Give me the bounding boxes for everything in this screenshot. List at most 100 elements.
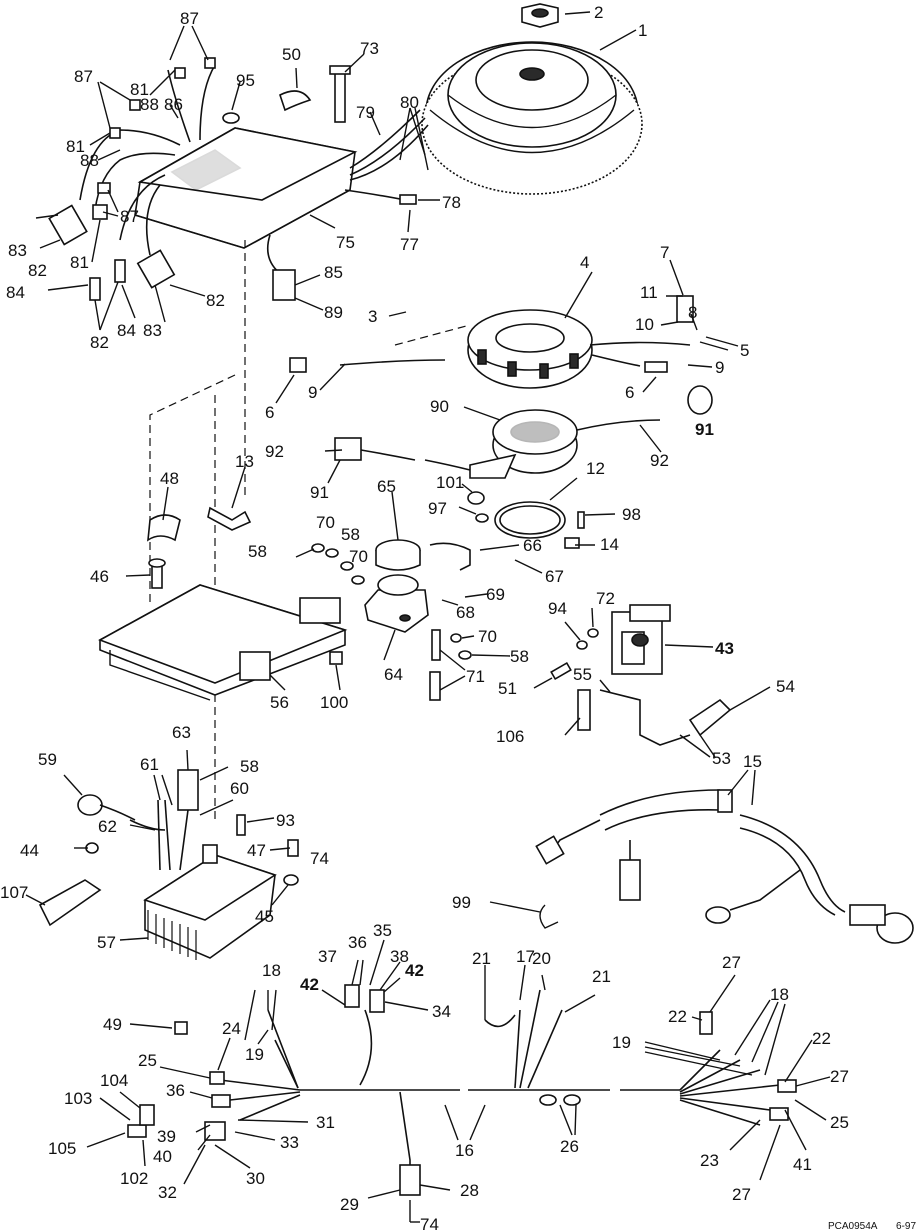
callout: 92 <box>265 442 284 461</box>
callout: 27 <box>830 1067 849 1086</box>
callout: 45 <box>255 907 274 926</box>
callout: 87 <box>74 67 93 86</box>
callout: 37 <box>318 947 337 966</box>
callout: 85 <box>324 263 343 282</box>
callout: 41 <box>793 1155 812 1174</box>
clamp <box>207 506 252 531</box>
callout: 107 <box>0 883 28 902</box>
callout: 32 <box>158 1183 177 1202</box>
callout: 89 <box>324 303 343 322</box>
callout: 6 <box>625 383 634 402</box>
callout: 20 <box>532 949 551 968</box>
callout: 47 <box>247 841 266 860</box>
figure-code: PCA0954A <box>828 1221 878 1232</box>
callout: 36 <box>166 1081 185 1100</box>
callout: 3 <box>368 307 377 326</box>
figure-date: 6-97 <box>896 1221 916 1232</box>
callout: 48 <box>160 469 179 488</box>
callout: 59 <box>38 750 57 769</box>
flywheel <box>421 41 643 195</box>
callout: 9 <box>715 358 724 377</box>
callout: 87 <box>120 207 139 226</box>
callout: 54 <box>776 677 795 696</box>
callout: 17 <box>516 947 535 966</box>
callout: 42 <box>405 961 424 980</box>
power-pack-wires <box>79 64 429 301</box>
callout: 73 <box>360 39 379 58</box>
callout: 92 <box>650 451 669 470</box>
callout: 63 <box>172 723 191 742</box>
callout: 40 <box>153 1147 172 1166</box>
callout: 26 <box>560 1137 579 1156</box>
callout: 87 <box>180 9 199 28</box>
callout: 94 <box>548 599 567 618</box>
callout: 78 <box>442 193 461 212</box>
callout: 79 <box>356 103 375 122</box>
clip <box>147 514 181 542</box>
callout: 30 <box>246 1169 265 1188</box>
nut <box>521 3 559 28</box>
callout: 71 <box>466 667 485 686</box>
callout: 70 <box>478 627 497 646</box>
top-hardware <box>222 65 351 124</box>
callout: 81 <box>70 253 89 272</box>
callout: 53 <box>712 749 731 768</box>
callout: 29 <box>340 1195 359 1214</box>
callout: 56 <box>270 693 289 712</box>
callout: 42 <box>300 975 319 994</box>
callout: 50 <box>282 45 301 64</box>
callout: 44 <box>20 841 39 860</box>
callout: 6 <box>265 403 274 422</box>
callout: 18 <box>262 961 281 980</box>
callout: 62 <box>98 817 117 836</box>
power-pack <box>134 127 358 249</box>
callout: 81 <box>66 137 85 156</box>
callout: 34 <box>432 1002 451 1021</box>
callout: 67 <box>545 567 564 586</box>
callout: 21 <box>592 967 611 986</box>
callout: 27 <box>732 1185 751 1204</box>
callout: 88 <box>140 95 159 114</box>
electrical-bracket <box>98 584 348 701</box>
ignition-coil <box>611 604 671 675</box>
callout: 81 <box>130 80 149 99</box>
callout: 46 <box>90 567 109 586</box>
callout: 38 <box>390 947 409 966</box>
callout: 4 <box>580 253 589 272</box>
callout-labels: 1 2 3 4 5 6 6 7 8 9 9 10 11 12 13 14 15 … <box>0 3 849 1232</box>
callout: 105 <box>48 1139 76 1158</box>
callout: 80 <box>400 93 419 112</box>
callout: 97 <box>428 499 447 518</box>
callout: 99 <box>452 893 471 912</box>
callout: 9 <box>308 383 317 402</box>
callout: 13 <box>235 452 254 471</box>
callout: 58 <box>510 647 529 666</box>
callout: 93 <box>276 811 295 830</box>
callout: 55 <box>573 665 592 684</box>
callout: 58 <box>248 542 267 561</box>
callout: 104 <box>100 1071 128 1090</box>
callout: 91 <box>695 420 714 439</box>
callout: 28 <box>460 1181 479 1200</box>
callout: 27 <box>722 953 741 972</box>
callout: 100 <box>320 693 348 712</box>
callout: 8 <box>688 303 697 322</box>
callout: 35 <box>373 921 392 940</box>
callout: 12 <box>586 459 605 478</box>
callout: 23 <box>700 1151 719 1170</box>
callout: 19 <box>612 1033 631 1052</box>
callout: 84 <box>117 321 136 340</box>
callout: 83 <box>8 241 27 260</box>
callout: 90 <box>430 397 449 416</box>
callout: 25 <box>138 1051 157 1070</box>
callout: 95 <box>236 71 255 90</box>
callout: 66 <box>523 536 542 555</box>
callout: 39 <box>157 1127 176 1146</box>
callout: 51 <box>498 679 517 698</box>
callout: 31 <box>316 1113 335 1132</box>
callout: 14 <box>600 535 619 554</box>
callout: 61 <box>140 755 159 774</box>
callout: 91 <box>310 483 329 502</box>
callout: 10 <box>635 315 654 334</box>
